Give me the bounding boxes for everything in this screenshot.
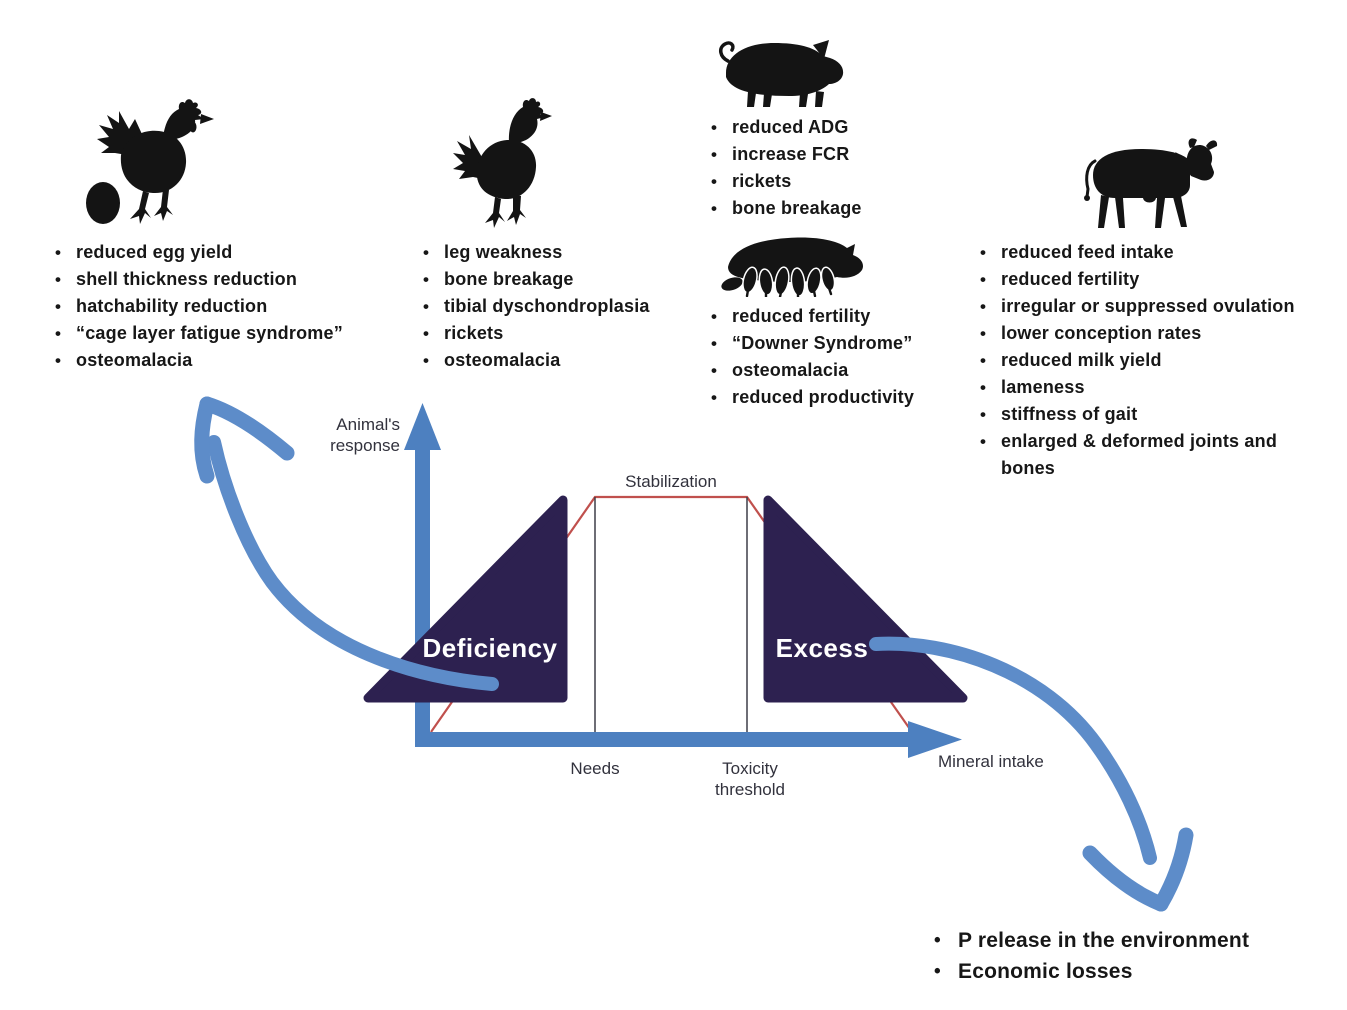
stabilization-label: Stabilization — [625, 472, 717, 491]
sow-group: reduced fertility “Downer Syndrome” oste… — [706, 233, 946, 411]
chicken-icon — [451, 97, 552, 233]
excess-arrowhead-icon — [1153, 827, 1194, 912]
needs-label: Needs — [570, 759, 620, 778]
curved-arrows — [194, 396, 1194, 912]
list-item: reduced ADG — [706, 114, 936, 141]
laying-hen-group: reduced egg yield shell thickness reduct… — [50, 97, 410, 374]
list-item: P release in the environment — [928, 925, 1328, 956]
sow-with-piglets-icon — [720, 233, 867, 297]
list-item: leg weakness — [418, 239, 678, 266]
list-item: lower conception rates — [975, 320, 1327, 347]
excess-label: Excess — [775, 633, 869, 663]
list-item: reduced feed intake — [975, 239, 1327, 266]
list-item: rickets — [706, 168, 936, 195]
broiler-chicken-group: leg weakness bone breakage tibial dyscho… — [418, 97, 678, 374]
list-item: tibial dyschondroplasia — [418, 293, 678, 320]
list-item: reduced productivity — [706, 384, 946, 411]
list-item: enlarged & deformed joints and bones — [975, 428, 1327, 482]
pig-symptom-list: reduced ADG increase FCR rickets bone br… — [706, 114, 936, 222]
list-item: rickets — [418, 320, 678, 347]
sow-symptom-list: reduced fertility “Downer Syndrome” oste… — [706, 303, 946, 411]
list-item: Economic losses — [928, 956, 1328, 987]
list-item: reduced milk yield — [975, 347, 1327, 374]
growing-pig-group: reduced ADG increase FCR rickets bone br… — [706, 33, 936, 222]
excess-zone-triangle — [763, 495, 968, 703]
pig-icon — [712, 33, 847, 107]
y-axis-arrowhead-icon — [404, 403, 441, 450]
list-item: irregular or suppressed ovulation — [975, 293, 1327, 320]
broiler-symptom-list: leg weakness bone breakage tibial dyscho… — [418, 239, 678, 374]
x-axis-label: Mineral intake — [938, 752, 1044, 771]
laying-hen-symptom-list: reduced egg yield shell thickness reduct… — [50, 239, 410, 374]
deficiency-label: Deficiency — [422, 633, 558, 663]
list-item: “Downer Syndrome” — [706, 330, 946, 357]
list-item: reduced fertility — [706, 303, 946, 330]
list-item: “cage layer fatigue syndrome” — [50, 320, 410, 347]
y-axis-label: Animal's response — [330, 415, 400, 455]
excess-curved-arrow — [869, 636, 1157, 865]
cow-symptom-list: reduced feed intake reduced fertility ir… — [975, 239, 1327, 482]
list-item: increase FCR — [706, 141, 936, 168]
list-item: stiffness of gait — [975, 401, 1327, 428]
list-item: hatchability reduction — [50, 293, 410, 320]
list-item: bone breakage — [418, 266, 678, 293]
list-item: osteomalacia — [418, 347, 678, 374]
cow-group: reduced feed intake reduced fertility ir… — [975, 135, 1327, 482]
list-item: lameness — [975, 374, 1327, 401]
hen-with-egg-icon — [83, 97, 250, 232]
list-item: reduced fertility — [975, 266, 1327, 293]
x-axis-arrowhead-icon — [908, 721, 962, 758]
deficiency-arrowhead-icon — [194, 396, 215, 484]
excess-consequence-list: P release in the environment Economic lo… — [928, 925, 1328, 987]
list-item: bone breakage — [706, 195, 936, 222]
x-axis-shaft — [415, 732, 910, 747]
deficiency-zone-triangle — [363, 495, 568, 703]
list-item: reduced egg yield — [50, 239, 410, 266]
cow-icon — [1065, 135, 1223, 232]
excess-arrowhead-icon — [1082, 845, 1169, 912]
deficiency-arrowhead-icon — [199, 396, 295, 461]
toxicity-threshold-label: Toxicity threshold — [715, 759, 785, 799]
list-item: osteomalacia — [50, 347, 410, 374]
deficiency-curved-arrow — [207, 435, 499, 691]
list-item: osteomalacia — [706, 357, 946, 384]
list-item: shell thickness reduction — [50, 266, 410, 293]
